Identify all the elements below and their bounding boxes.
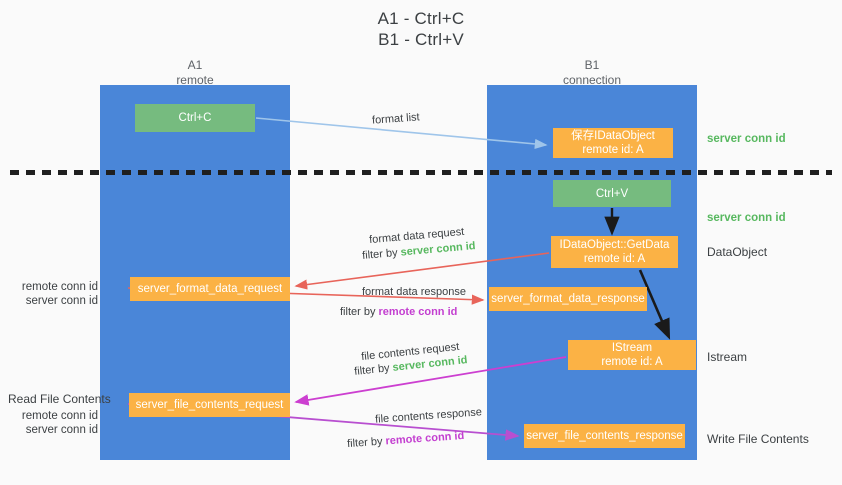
node-server-file-contents-response[interactable]: server_file_contents_response [524, 424, 685, 448]
filter-prefix: filter by [346, 435, 386, 451]
node-server-format-data-request-label: server_format_data_request [137, 283, 283, 295]
node-istream-label: IStream [611, 342, 653, 354]
node-ctrl-v-label: Ctrl+V [595, 187, 629, 200]
column-header-b1: B1 connection [487, 58, 697, 88]
node-ctrl-v[interactable]: Ctrl+V [553, 180, 671, 207]
filter-value: remote conn id [378, 306, 458, 318]
annotation-istream: Istream [707, 350, 748, 364]
phase-divider [10, 170, 832, 175]
node-istream-sub: remote id: A [601, 356, 663, 368]
filter-value: remote conn id [385, 429, 465, 448]
diagram-title: A1 - Ctrl+C B1 - Ctrl+V [0, 8, 842, 50]
edge-label-file-contents-response-filter: filter by remote conn id [347, 429, 465, 451]
title-line-2: B1 - Ctrl+V [378, 30, 464, 49]
node-save-idataobject[interactable]: 保存IDataObject remote id: A [553, 128, 673, 158]
edge-label-format-data-response-filter: filter by remote conn id [340, 305, 457, 319]
annotation-server-conn-id-mid: server conn id [707, 212, 786, 224]
node-istream[interactable]: IStream remote id: A [568, 340, 696, 370]
node-save-idataobject-sub: remote id: A [582, 144, 644, 156]
node-idataobject-getdata-sub: remote id: A [583, 253, 646, 265]
column-b1-name: B1 [584, 58, 600, 72]
annotation-server-conn-id-top: server conn id [707, 133, 786, 145]
node-idataobject-getdata[interactable]: IDataObject::GetData remote id: A [551, 236, 678, 268]
node-server-format-data-request[interactable]: server_format_data_request [130, 277, 290, 301]
column-a1-name: A1 [187, 58, 203, 72]
annotation-write-file-contents: Write File Contents [707, 432, 809, 446]
annotation-read-file-contents: Read File Contents [8, 392, 111, 406]
filter-prefix: filter by [340, 306, 379, 318]
node-server-file-contents-request[interactable]: server_file_contents_request [129, 393, 290, 417]
node-ctrl-c[interactable]: Ctrl+C [135, 104, 255, 132]
annotation-remote-conn-id-1: remote conn id [21, 281, 98, 293]
annotation-conn-ids-format: remote conn id server conn id [8, 280, 98, 308]
filter-prefix: filter by [353, 361, 394, 378]
edge-label-file-contents-response-title: file contents response [374, 406, 483, 426]
annotation-server-conn-id-1: server conn id [25, 295, 98, 307]
column-b1-role: connection [562, 73, 622, 87]
node-save-idataobject-label: 保存IDataObject [571, 130, 655, 142]
annotation-server-conn-id-2: server conn id [25, 424, 98, 436]
column-header-a1: A1 remote [100, 58, 290, 88]
node-server-format-data-response[interactable]: server_format_data_response [489, 287, 647, 311]
annotation-remote-conn-id-2: remote conn id [21, 410, 98, 422]
column-a1-role: remote [176, 73, 214, 87]
title-line-1: A1 - Ctrl+C [377, 9, 465, 28]
edge-label-format-list: format list [371, 111, 421, 127]
edge-label-format-data-response-title: format data response [362, 286, 466, 298]
node-server-format-data-response-label: server_format_data_response [491, 293, 645, 305]
filter-prefix: filter by [361, 246, 402, 262]
annotation-conn-ids-file: remote conn id server conn id [8, 409, 98, 437]
node-ctrl-c-label: Ctrl+C [178, 112, 212, 124]
node-idataobject-getdata-label: IDataObject::GetData [559, 239, 670, 251]
annotation-dataobject: DataObject [707, 245, 768, 259]
node-server-file-contents-request-label: server_file_contents_request [135, 399, 284, 411]
node-server-file-contents-response-label: server_file_contents_response [526, 430, 683, 442]
